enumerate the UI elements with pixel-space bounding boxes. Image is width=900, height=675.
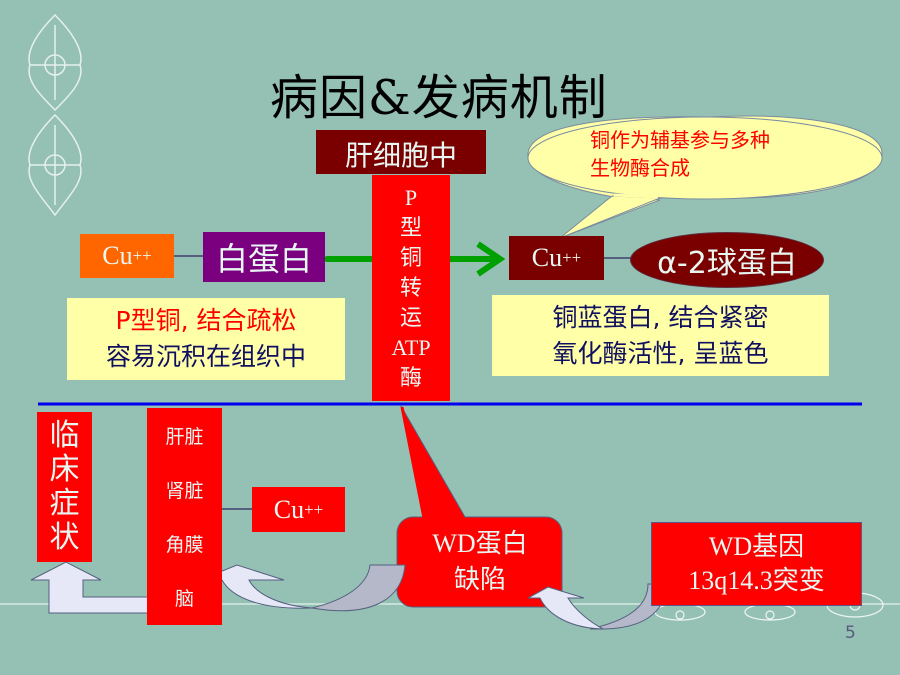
p-type-atpase-box: P 型 铜 转 运 ATP 酶	[372, 175, 450, 401]
slide-title: 病因&发病机制	[270, 70, 608, 126]
note-line-1: P型铜, 结合疏松	[115, 306, 297, 335]
transporter-line: P	[404, 185, 418, 210]
ornament-top-left-icon	[28, 13, 82, 217]
green-arrow-icon	[324, 241, 506, 277]
wd-protein-callout	[396, 405, 563, 608]
alpha2-globulin-ellipse: α-2球蛋白	[630, 232, 824, 288]
wd-gene-line-2: 13q14.3突变	[688, 566, 825, 595]
cu-ion-organs: Cu++	[252, 487, 345, 532]
curved-arrow-gene-to-protein-icon	[527, 583, 668, 630]
wd-protein-line-1: WD蛋白	[432, 529, 528, 558]
callout-bubble	[527, 115, 883, 239]
wd-protein-line-2: 缺陷	[453, 565, 506, 594]
organ-liver: 肝脏	[165, 425, 204, 448]
note-line-2: 容易沉积在组织中	[105, 342, 306, 371]
cu-base: Cu	[102, 241, 133, 270]
location-label: 肝细胞中	[316, 130, 486, 174]
albumin-box: 白蛋白	[203, 232, 325, 282]
wd-gene-box: WD基因 13q14.3突变	[651, 522, 862, 606]
callout-line: 铜作为辅基参与多种	[590, 128, 770, 152]
clinical-char: 临	[49, 418, 80, 453]
transporter-line: 铜	[399, 245, 422, 270]
note-line-1: 铜蓝蛋白, 结合紧密	[552, 302, 769, 332]
callout-text: 铜作为辅基参与多种 生物酶合成	[560, 126, 860, 182]
arrow-organs-to-clinical-icon	[30, 561, 153, 614]
cu-ion-left: Cu++	[80, 234, 174, 278]
organ-kidney: 肾脏	[165, 479, 204, 502]
clinical-symptoms-box: 临 床 症 状	[37, 412, 92, 562]
cu-base: Cu	[273, 494, 305, 524]
callout-line: 生物酶合成	[590, 156, 690, 180]
transporter-line: ATP	[391, 335, 431, 360]
organ-cornea: 角膜	[165, 534, 204, 557]
transporter-line: 型	[399, 215, 422, 240]
transporter-line: 酶	[399, 365, 422, 390]
transporter-line: 转	[399, 275, 422, 300]
note-loose-binding: P型铜, 结合疏松 容易沉积在组织中	[67, 298, 345, 380]
note-tight-binding: 铜蓝蛋白, 结合紧密 氧化酶活性, 呈蓝色	[492, 295, 829, 376]
page-number: 5	[845, 623, 856, 643]
clinical-char: 状	[49, 520, 80, 555]
clinical-char: 症	[49, 486, 80, 521]
organ-brain: 脑	[174, 588, 194, 611]
wd-protein-text: WD蛋白 缺陷	[398, 518, 562, 606]
cu-ion-right: Cu++	[509, 236, 604, 280]
note-line-2: 氧化酶活性, 呈蓝色	[552, 338, 769, 368]
wd-gene-line-1: WD基因	[708, 532, 805, 561]
clinical-char: 床	[49, 452, 80, 487]
transporter-line: 运	[399, 305, 422, 330]
cu-base: Cu	[531, 243, 563, 272]
organs-box: 肝脏 肾脏 角膜 脑	[147, 408, 222, 625]
